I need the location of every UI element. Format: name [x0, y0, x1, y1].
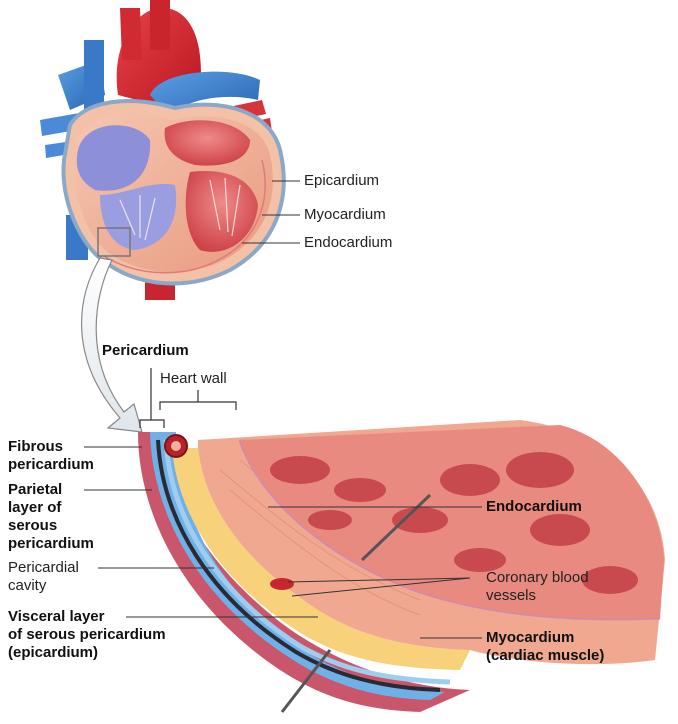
heart-illustration — [40, 0, 286, 300]
label-heart-wall: Heart wall — [160, 370, 227, 387]
zoom-box — [97, 227, 131, 257]
brackets — [139, 368, 237, 428]
label-myocardium-section: Myocardium (cardiac muscle) — [486, 629, 605, 664]
label-endocardium-top: Endocardium — [304, 234, 393, 251]
label-coronary-vessels: Coronary blood vessels — [486, 569, 589, 604]
wall-section — [138, 420, 665, 713]
label-epicardium-top: Epicardium — [304, 172, 380, 189]
label-pericardium: Pericardium — [102, 342, 189, 359]
zoom-arrow — [81, 257, 143, 433]
label-parietal-layer: Parietal layer of serous pericardium — [8, 481, 94, 552]
label-myocardium-top: Myocardium — [304, 206, 386, 223]
right-leaders — [268, 506, 482, 639]
top-leaders — [242, 180, 300, 244]
trabeculae — [270, 452, 638, 594]
label-pericardial-cavity: Pericardial cavity — [8, 559, 79, 594]
label-fibrous-pericardium: Fibrous pericardium — [8, 438, 94, 473]
label-endocardium-section: Endocardium — [486, 498, 582, 515]
label-visceral-layer: Visceral layer of serous pericardium (ep… — [8, 608, 166, 661]
left-leaders — [84, 446, 318, 618]
